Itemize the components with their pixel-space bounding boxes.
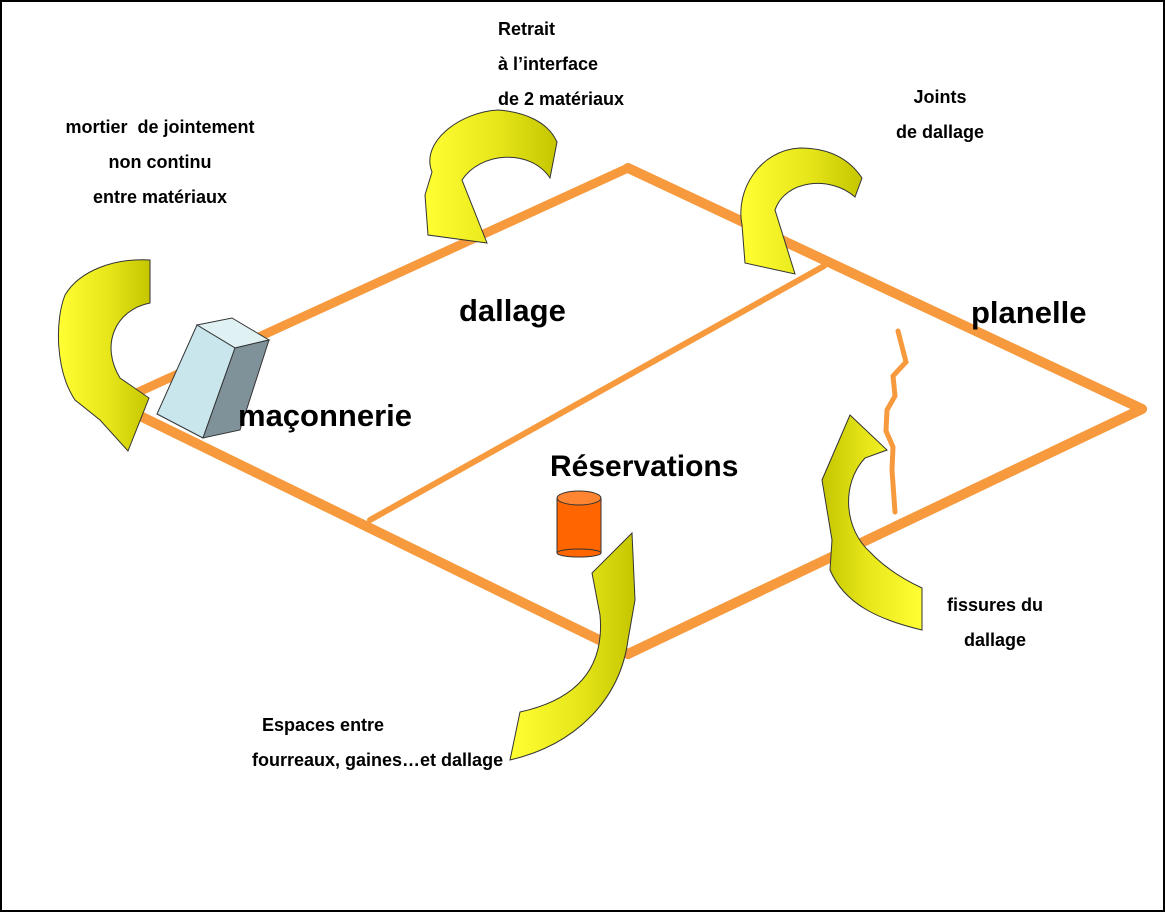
label-fissures-line-1: fissures du	[946, 595, 1044, 615]
label-retrait: Retrait à l’interface de 2 matériaux	[498, 12, 668, 117]
label-espaces: Espaces entre fourreaux, gaines…et dalla…	[252, 708, 682, 778]
label-mortier-line-1: mortier de jointement	[65, 117, 255, 137]
slab-edge-back-right	[623, 163, 1147, 414]
arrow-espaces	[509, 531, 636, 761]
slab-edge-front-left	[127, 407, 633, 659]
label-fissures-line-2: dallage	[963, 630, 1027, 650]
label-retrait-line-2: à l’interface	[498, 54, 599, 74]
label-joints: Joints de dallage	[865, 80, 1015, 150]
slab-outline	[127, 163, 1147, 659]
label-espaces-line-2: fourreaux, gaines…et dallage	[252, 750, 504, 770]
masonry-side	[202, 339, 270, 439]
label-reservations: Réservations	[550, 450, 739, 483]
label-mortier: mortier de jointement non continu entre …	[10, 110, 310, 215]
arrow-joints	[740, 147, 863, 275]
label-joints-line-1: Joints	[913, 87, 967, 107]
label-retrait-line-3: de 2 matériaux	[498, 89, 625, 109]
masonry-block	[156, 317, 271, 439]
label-joints-line-2: de dallage	[895, 122, 985, 142]
slab-edge-front-right	[623, 404, 1147, 659]
arrow-retrait	[424, 109, 558, 244]
label-retrait-line-1: Retrait	[498, 19, 556, 39]
label-espaces-line-1: Espaces entre	[262, 715, 385, 735]
arrow-fissures	[821, 414, 923, 631]
label-dallage: dallage	[459, 293, 566, 328]
label-fissures: fissures du dallage	[930, 588, 1060, 658]
arrow-mortier	[58, 259, 151, 452]
label-planelle: planelle	[971, 295, 1087, 330]
label-mortier-line-3: entre matériaux	[92, 187, 228, 207]
label-mortier-line-2: non continu	[108, 152, 212, 172]
slab-joint-line	[367, 263, 827, 523]
crack-line	[883, 328, 909, 515]
reservation-cylinder	[556, 490, 602, 558]
label-maconnerie: maçonnerie	[238, 398, 413, 433]
